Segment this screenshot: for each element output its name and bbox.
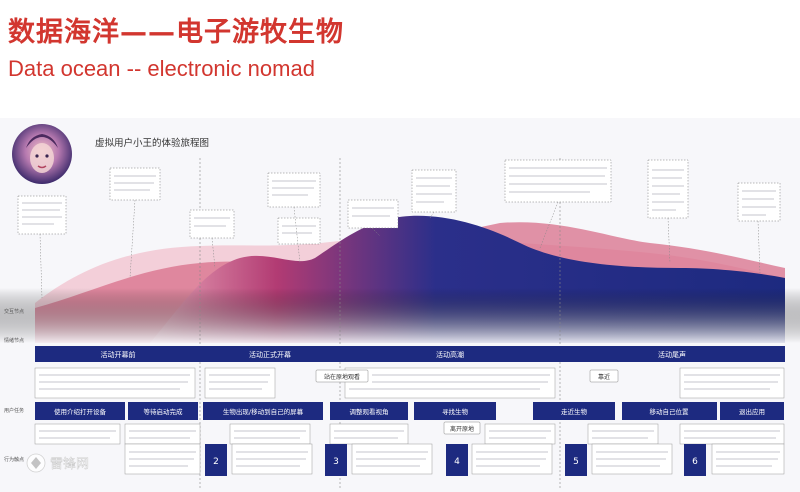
approach-tag — [589, 369, 619, 383]
phase-dividers — [199, 158, 561, 488]
svg-text:3: 3 — [333, 457, 339, 467]
task-button-6[interactable] — [533, 402, 615, 420]
svg-text:调整观看视角: 调整观看视角 — [350, 407, 389, 416]
svg-text:等待启动完成: 等待启动完成 — [144, 407, 184, 416]
task-buttons: 使用介绍打开设备 等待启动完成 生物出现/移动到自己的屏幕 调整观看视角 寻找生… — [35, 402, 784, 420]
watermark-text: 雷锋网 — [50, 457, 89, 472]
svg-text:5: 5 — [573, 457, 579, 467]
task-button-7[interactable] — [622, 402, 717, 420]
step-block-5 — [565, 444, 587, 476]
step-block-6 — [684, 444, 706, 476]
task-button-1[interactable] — [35, 402, 125, 420]
svg-text:生物出现/移动到自己的屏幕: 生物出现/移动到自己的屏幕 — [223, 407, 304, 416]
standing-watch-label: 站在原地观看 — [324, 373, 360, 381]
page-title: 数据海洋——电子游牧生物 — [8, 17, 344, 48]
standing-watch-tag — [315, 369, 369, 383]
svg-text:使用介绍打开设备: 使用介绍打开设备 — [54, 407, 107, 416]
row-labels: 交互节点 情绪节点 用户任务 行为触点 — [4, 308, 24, 463]
phase-bar — [35, 346, 785, 362]
approach-label: 靠近 — [598, 373, 610, 381]
callout-leaders — [39, 199, 761, 299]
svg-text:退出应用: 退出应用 — [739, 407, 765, 416]
phase-label-4: 活动尾声 — [658, 350, 686, 359]
step-blocks: 2 3 4 5 6 — [205, 444, 706, 476]
step-block-2 — [205, 444, 227, 476]
avatar — [12, 124, 72, 184]
journey-map-board: 虚拟用户小王的体验旅程图 — [0, 118, 800, 492]
leave-tag — [443, 421, 481, 435]
svg-text:2: 2 — [213, 457, 219, 467]
svg-text:6: 6 — [692, 457, 698, 467]
journey-map-svg: 虚拟用户小王的体验旅程图 — [0, 124, 800, 488]
watermark: 雷锋网 — [26, 453, 89, 473]
svg-text:寻找生物: 寻找生物 — [442, 407, 469, 416]
journey-title: 虚拟用户小王的体验旅程图 — [95, 137, 209, 149]
row-label-touchpoint: 行为触点 — [4, 456, 24, 463]
page-subtitle: Data ocean -- electronic nomad — [8, 56, 315, 81]
svg-text:走近生物: 走近生物 — [561, 407, 588, 416]
step-block-4 — [446, 444, 468, 476]
note-text-lines — [22, 167, 780, 467]
task-button-5[interactable] — [414, 402, 496, 420]
note-boxes-row1 — [34, 367, 785, 399]
task-button-3[interactable] — [203, 402, 323, 420]
phase-label-1: 活动开幕前 — [101, 350, 136, 359]
leave-label: 离开原地 — [450, 425, 474, 433]
svg-text:4: 4 — [454, 457, 460, 467]
row-label-emotion: 情绪节点 — [4, 337, 24, 344]
task-button-8[interactable] — [720, 402, 784, 420]
phase-label-2: 活动正式开幕 — [249, 350, 291, 359]
note-boxes-row2 — [34, 423, 785, 445]
phase-label-3: 活动高潮 — [436, 350, 464, 359]
task-button-2[interactable] — [128, 402, 198, 420]
svg-text:移动自己位置: 移动自己位置 — [650, 407, 690, 416]
row-label-task: 用户任务 — [4, 407, 24, 414]
step-block-3 — [325, 444, 347, 476]
row-label-interaction: 交互节点 — [4, 308, 24, 315]
task-button-4[interactable] — [330, 402, 408, 420]
